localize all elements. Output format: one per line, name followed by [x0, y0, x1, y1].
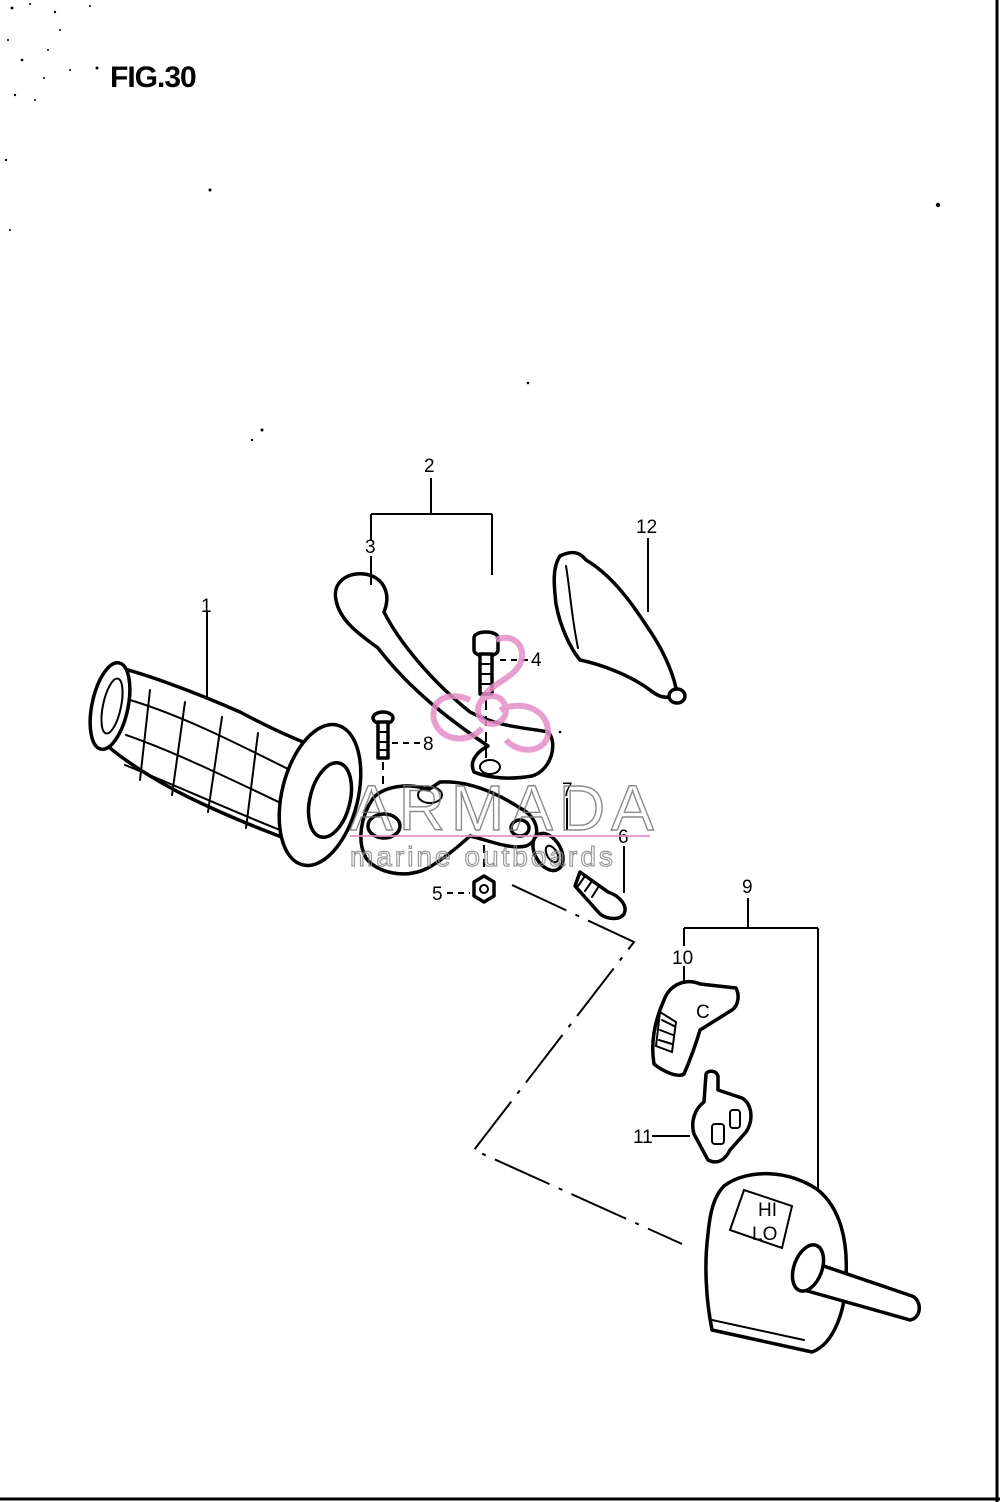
part-grip [88, 661, 363, 868]
assembly-link-line [472, 884, 683, 1245]
callout-4: 4 [531, 650, 542, 671]
switch-mark-hi: HI [758, 1200, 777, 1221]
part-pivot-bolt [472, 630, 500, 696]
part-lever-holder [359, 780, 539, 876]
scan-noise [4, 3, 941, 734]
callout-1: 1 [201, 596, 212, 617]
callout-3: 3 [365, 537, 376, 558]
callout-12: 12 [636, 517, 657, 538]
callout-9: 9 [742, 877, 753, 898]
callout-10: 10 [672, 948, 693, 969]
leader-2-bracket [370, 478, 493, 575]
part-contact-plate [691, 1069, 753, 1164]
callout-11: 11 [633, 1127, 653, 1148]
part-adjuster-ring [531, 831, 565, 873]
callout-8: 8 [423, 734, 434, 755]
watermark: ARMADA marine outboards [349, 634, 660, 873]
watermark-tagline: marine outboards [350, 841, 616, 872]
switch-mark-lo: LO [752, 1224, 777, 1245]
watermark-brand: ARMADA [350, 772, 660, 844]
part-lever [333, 572, 555, 780]
part-dimmer-knob: C [650, 979, 740, 1077]
part-clamp-screw [371, 710, 395, 760]
callout-5: 5 [432, 884, 443, 905]
leader-9-bracket [683, 898, 819, 1200]
callout-7: 7 [562, 780, 573, 801]
part-adjuster-bolt [573, 870, 627, 921]
part-nut [472, 874, 496, 904]
callout-2: 2 [424, 456, 435, 477]
figure-title: FIG.30 [110, 61, 196, 94]
dimmer-mark-c: C [696, 1002, 710, 1023]
watermark-logo [430, 634, 551, 753]
part-switch-housing: HI LO [704, 1171, 921, 1354]
callout-6: 6 [618, 827, 629, 848]
part-lever-cover [552, 550, 687, 705]
